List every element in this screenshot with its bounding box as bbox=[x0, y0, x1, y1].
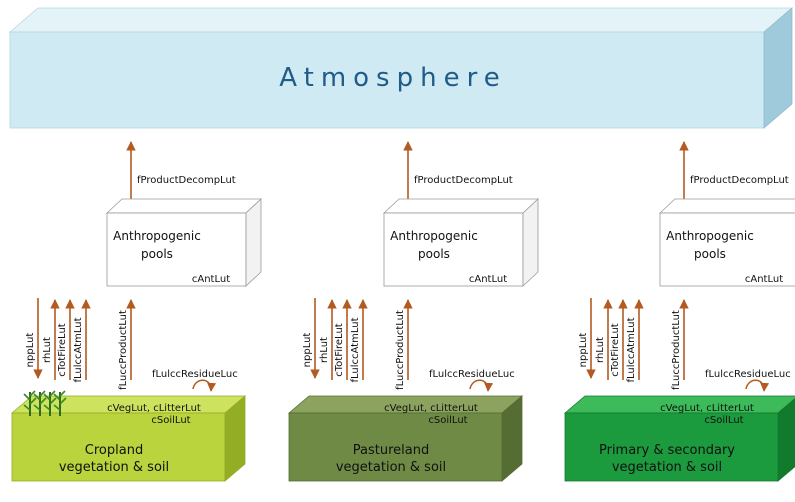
flux-label-0: nppLut bbox=[302, 333, 313, 368]
land-label-line2: vegetation & soil bbox=[336, 460, 446, 475]
pool-front-face bbox=[383, 212, 524, 287]
land-side-face bbox=[224, 395, 246, 482]
flux-label-3: fLulccAtmLut bbox=[350, 317, 361, 382]
flux-label-2: cTotFireLut bbox=[334, 323, 345, 377]
flux-label-1: rhLut bbox=[319, 337, 330, 363]
corn-plants-icon bbox=[23, 390, 67, 416]
atmosphere-box: Atmosphere bbox=[8, 7, 794, 129]
corn-leaf bbox=[33, 390, 47, 411]
residue-arrow bbox=[469, 379, 494, 392]
pool-side-face bbox=[245, 198, 262, 287]
pool-label-line2: pools bbox=[141, 247, 173, 261]
pool-label-line1: Anthropogenic bbox=[113, 229, 201, 243]
pool-label-line1: Anthropogenic bbox=[666, 229, 754, 243]
atmosphere-top-face bbox=[8, 7, 794, 33]
pool-stock-label: cAntLut bbox=[192, 274, 230, 285]
residue-arrow bbox=[745, 379, 770, 392]
stocks-label-line2: cSoilLut bbox=[151, 415, 190, 426]
pool-label-line2: pools bbox=[418, 247, 450, 261]
land-label-line1: Cropland bbox=[85, 443, 143, 458]
decomp-label: fProductDecompLut bbox=[414, 175, 513, 186]
flux-label-1: rhLut bbox=[42, 337, 53, 363]
decomp-label: fProductDecompLut bbox=[137, 175, 236, 186]
pool-stock-label: cAntLut bbox=[469, 274, 507, 285]
flux-label-0: nppLut bbox=[578, 333, 589, 368]
residue-label: fLulccResidueLuc bbox=[705, 369, 791, 380]
pool-stock-label: cAntLut bbox=[745, 274, 783, 285]
pool-front-face bbox=[106, 212, 247, 287]
atmosphere-label: Atmosphere bbox=[279, 63, 506, 93]
flux-label-4: fLuccProductLut bbox=[671, 310, 682, 390]
land-side-face bbox=[777, 398, 795, 482]
stocks-label-line1: cVegLut, cLitterLut bbox=[107, 403, 201, 414]
corn-leaf bbox=[43, 390, 57, 411]
flux-label-4: fLuccProductLut bbox=[395, 310, 406, 390]
corn-leaf bbox=[23, 390, 37, 411]
land-front-face bbox=[288, 412, 503, 482]
pool-top-face bbox=[658, 198, 795, 214]
flux-label-4: fLuccProductLut bbox=[118, 310, 129, 390]
pool-top-face bbox=[105, 198, 263, 214]
pool-front-face bbox=[659, 212, 795, 287]
flux-label-0: nppLut bbox=[25, 333, 36, 368]
corn-leaf bbox=[53, 390, 67, 411]
land-label-line2: vegetation & soil bbox=[59, 460, 169, 475]
stocks-label-line1: cVegLut, cLitterLut bbox=[660, 403, 754, 414]
atmosphere-side-face bbox=[763, 7, 793, 129]
flux-label-3: fLulccAtmLut bbox=[626, 317, 637, 382]
decomp-label: fProductDecompLut bbox=[690, 175, 789, 186]
pool-top-face bbox=[382, 198, 540, 214]
flux-label-2: cTotFireLut bbox=[57, 323, 68, 377]
stocks-label-line2: cSoilLut bbox=[704, 415, 743, 426]
pool-label-line2: pools bbox=[694, 247, 726, 261]
land-label-line2: vegetation & soil bbox=[612, 460, 722, 475]
residue-label: fLulccResidueLuc bbox=[152, 369, 238, 380]
residue-label: fLulccResidueLuc bbox=[429, 369, 515, 380]
stocks-label-line1: cVegLut, cLitterLut bbox=[384, 403, 478, 414]
stocks-label-line2: cSoilLut bbox=[428, 415, 467, 426]
pool-label-line1: Anthropogenic bbox=[390, 229, 478, 243]
pool-side-face bbox=[522, 198, 539, 287]
land-front-face bbox=[11, 412, 226, 482]
land-label-line1: Pastureland bbox=[353, 443, 429, 458]
residue-arrow bbox=[192, 379, 217, 392]
land-label-line1: Primary & secondary bbox=[599, 443, 735, 458]
land-side-face bbox=[501, 395, 523, 482]
atmosphere-front-face bbox=[9, 31, 765, 129]
flux-label-2: cTotFireLut bbox=[610, 323, 621, 377]
flux-label-3: fLulccAtmLut bbox=[73, 317, 84, 382]
land-front-face bbox=[564, 412, 779, 482]
flux-label-1: rhLut bbox=[595, 337, 606, 363]
